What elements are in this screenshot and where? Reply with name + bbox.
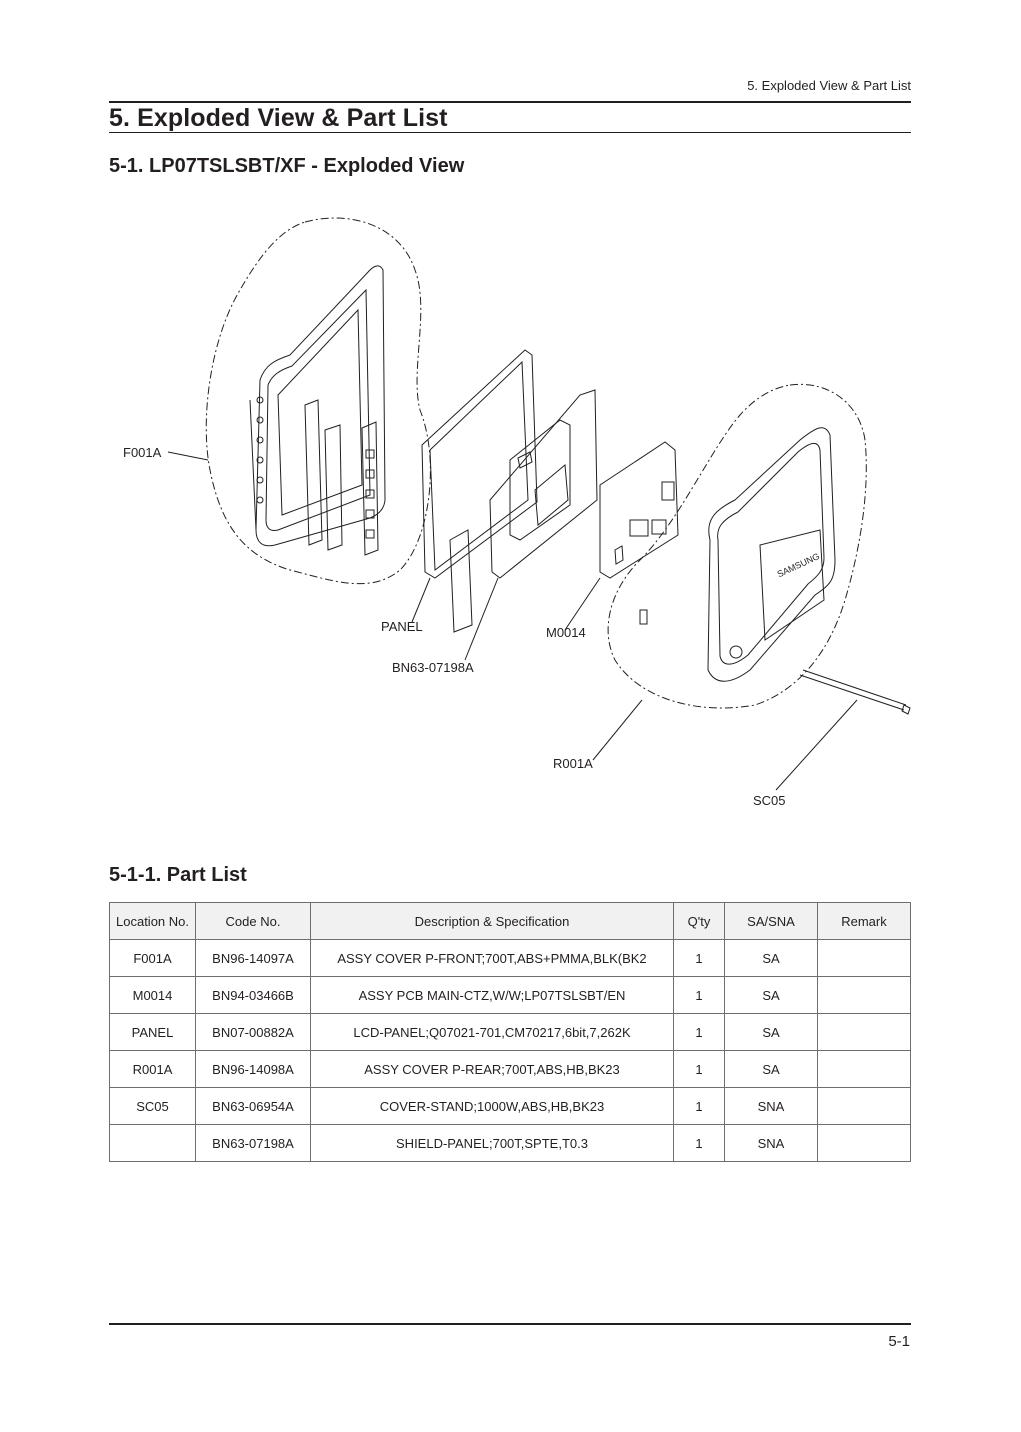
section-heading-part-list: 5-1-1. Part List: [109, 864, 247, 886]
location-cell: M0014: [109, 976, 196, 1014]
table-row: PANEL BN07-00882A LCD-PANEL;Q07021-701,C…: [109, 1013, 911, 1051]
title-underline: [109, 132, 911, 133]
remark-cell: [817, 1124, 911, 1162]
column-header-quantity: Q'ty: [673, 902, 725, 940]
rear-group-boundary: [607, 383, 867, 709]
code-cell: BN96-14098A: [195, 1050, 311, 1088]
top-rule: [109, 101, 911, 103]
callout-shield: BN63-07198A: [392, 660, 474, 675]
column-header-remark: Remark: [817, 902, 911, 940]
sa-sna-cell: SNA: [724, 1124, 818, 1162]
key-board: [304, 399, 379, 556]
quantity-cell: 1: [673, 1050, 725, 1088]
exploded-view-diagram: SAMSUNG F001A PANEL BN63-07198A M0014 R0…: [123, 217, 911, 808]
location-cell: F001A: [109, 939, 196, 977]
running-head: 5. Exploded View & Part List: [747, 78, 911, 93]
code-cell: BN63-07198A: [195, 1124, 311, 1162]
location-cell: R001A: [109, 1050, 196, 1088]
lcd-panel: [421, 349, 538, 633]
description-cell: LCD-PANEL;Q07021-701,CM70217,6bit,7,262K: [310, 1013, 674, 1051]
quantity-cell: 1: [673, 1013, 725, 1051]
column-header-code: Code No.: [195, 902, 311, 940]
sa-sna-cell: SNA: [724, 1087, 818, 1125]
quantity-cell: 1: [673, 976, 725, 1014]
table-row: R001A BN96-14098A ASSY COVER P-REAR;700T…: [109, 1050, 911, 1088]
table-row: BN63-07198A SHIELD-PANEL;700T,SPTE,T0.3 …: [109, 1124, 911, 1162]
front-cover: [249, 265, 386, 547]
table-header-row: Location No. Code No. Description & Spec…: [109, 902, 911, 940]
footer-rule: [109, 1323, 911, 1325]
sa-sna-cell: SA: [724, 1013, 818, 1051]
remark-cell: [817, 976, 911, 1014]
table-row: M0014 BN94-03466B ASSY PCB MAIN-CTZ,W/W;…: [109, 976, 911, 1014]
main-pcb: [599, 441, 679, 579]
sa-sna-cell: SA: [724, 939, 818, 977]
table-row: SC05 BN63-06954A COVER-STAND;1000W,ABS,H…: [109, 1087, 911, 1125]
column-header-sa-sna: SA/SNA: [724, 902, 818, 940]
leader-lines: [167, 451, 858, 791]
shield-panel: [489, 389, 598, 579]
callout-sc05: SC05: [753, 793, 786, 808]
rear-cover: SAMSUNG: [639, 427, 836, 682]
location-cell: [109, 1124, 196, 1162]
sa-sna-cell: SA: [724, 1050, 818, 1088]
code-cell: BN63-06954A: [195, 1087, 311, 1125]
description-cell: ASSY COVER P-REAR;700T,ABS,HB,BK23: [310, 1050, 674, 1088]
column-header-description: Description & Specification: [310, 902, 674, 940]
location-cell: PANEL: [109, 1013, 196, 1051]
sa-sna-cell: SA: [724, 976, 818, 1014]
description-cell: COVER-STAND;1000W,ABS,HB,BK23: [310, 1087, 674, 1125]
section-heading-exploded-view: 5-1. LP07TSLSBT/XF - Exploded View: [109, 155, 465, 177]
table-row: F001A BN96-14097A ASSY COVER P-FRONT;700…: [109, 939, 911, 977]
code-cell: BN96-14097A: [195, 939, 311, 977]
description-cell: SHIELD-PANEL;700T,SPTE,T0.3: [310, 1124, 674, 1162]
quantity-cell: 1: [673, 939, 725, 977]
samsung-logo: SAMSUNG: [776, 551, 821, 579]
callout-r001a: R001A: [553, 756, 593, 771]
callout-m0014: M0014: [546, 625, 586, 640]
stand-rod: [799, 669, 911, 715]
code-cell: BN94-03466B: [195, 976, 311, 1014]
column-header-location: Location No.: [109, 902, 196, 940]
quantity-cell: 1: [673, 1124, 725, 1162]
remark-cell: [817, 939, 911, 977]
remark-cell: [817, 1050, 911, 1088]
description-cell: ASSY COVER P-FRONT;700T,ABS+PMMA,BLK(BK2: [310, 939, 674, 977]
description-cell: ASSY PCB MAIN-CTZ,W/W;LP07TSLSBT/EN: [310, 976, 674, 1014]
page-title: 5. Exploded View & Part List: [109, 104, 448, 132]
quantity-cell: 1: [673, 1087, 725, 1125]
location-cell: SC05: [109, 1087, 196, 1125]
page-number: 5-1: [888, 1333, 910, 1350]
part-list-table: Location No. Code No. Description & Spec…: [109, 902, 911, 1162]
code-cell: BN07-00882A: [195, 1013, 311, 1051]
remark-cell: [817, 1087, 911, 1125]
callout-panel: PANEL: [381, 619, 423, 634]
callout-f001a: F001A: [123, 445, 162, 460]
remark-cell: [817, 1013, 911, 1051]
